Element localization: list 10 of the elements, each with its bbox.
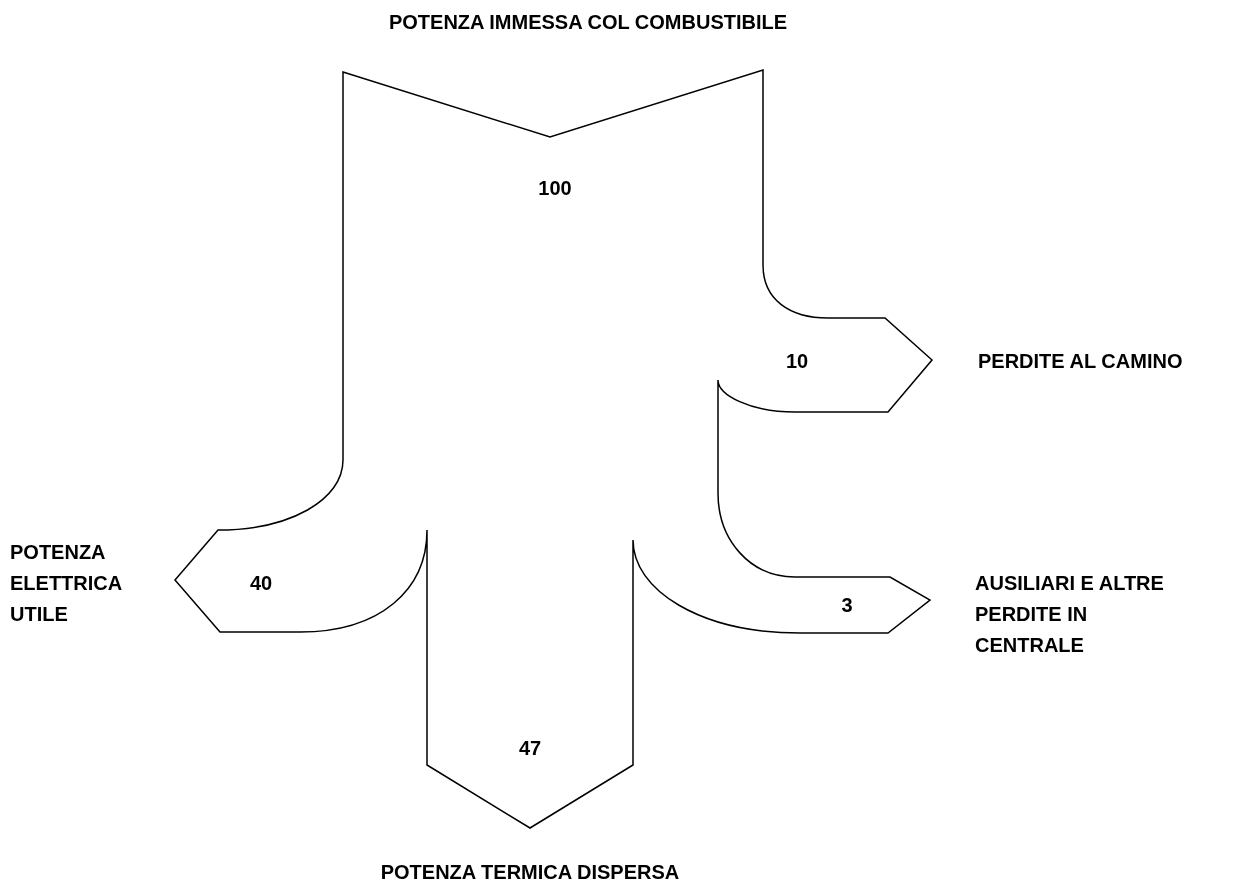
flow-value: 10 [785,348,809,374]
flow-label: PERDITE AL CAMINO [978,348,1183,374]
flow-value: 3 [841,592,853,618]
flow-value: 47 [518,735,542,761]
flow-label: POTENZA ELETTRICA UTILE [10,539,123,627]
flow-label: AUSILIARI E ALTRE PERDITE IN CENTRALE [975,570,1165,658]
flow-label: POTENZA IMMESSA COL COMBUSTIBILE [388,9,788,35]
flow-value: 40 [249,570,273,596]
flow-label: POTENZA TERMICA DISPERSA [380,859,680,885]
flow-value: 100 [538,175,572,201]
